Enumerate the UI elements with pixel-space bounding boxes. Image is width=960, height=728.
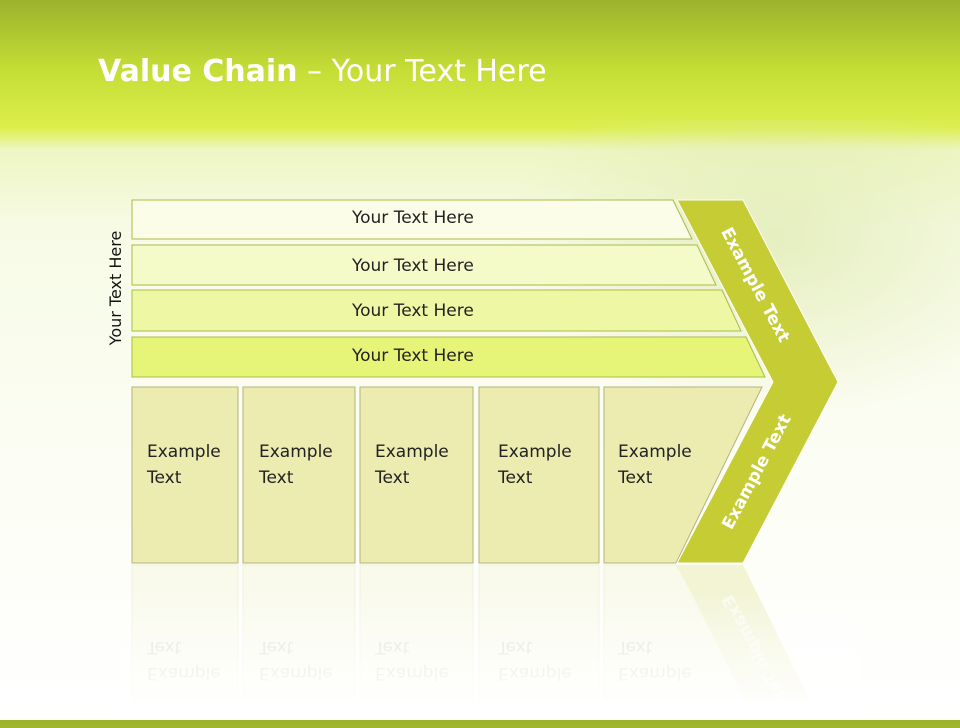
support-row-label: Your Text Here — [352, 346, 474, 366]
activity-label-line2: Text — [618, 468, 653, 488]
activity-label-line1: Example — [375, 442, 449, 462]
support-row-label: Your Text Here — [352, 301, 474, 321]
activity-box[interactable] — [359, 386, 474, 564]
activity-label-line2: Text — [375, 468, 410, 488]
title-bold: Value Chain — [98, 54, 298, 89]
support-row-label: Your Text Here — [352, 256, 474, 276]
activity-label-line2: Text — [498, 468, 533, 488]
reflection-fade — [120, 590, 860, 720]
activity-label-line1: Example — [259, 442, 333, 462]
slide-title: Value Chain – Your Text Here — [98, 54, 547, 89]
activity-box[interactable] — [242, 386, 356, 564]
activity-label-line1: Example — [147, 442, 221, 462]
activity-box[interactable] — [478, 386, 600, 564]
activity-box[interactable] — [603, 386, 763, 564]
support-row-bar[interactable] — [131, 336, 766, 378]
activity-label-line2: Text — [147, 468, 182, 488]
activity-label-line1: Example — [498, 442, 572, 462]
support-row-label: Your Text Here — [352, 208, 474, 228]
support-row-bar[interactable] — [131, 199, 693, 240]
activity-box[interactable] — [131, 386, 239, 564]
margin-chevron-arrow[interactable] — [676, 199, 839, 564]
activity-label-line1: Example — [618, 442, 692, 462]
support-row-bar[interactable] — [131, 244, 717, 286]
support-row-bar[interactable] — [131, 289, 742, 332]
title-rest: – Your Text Here — [297, 54, 547, 89]
activity-label-line2: Text — [259, 468, 294, 488]
